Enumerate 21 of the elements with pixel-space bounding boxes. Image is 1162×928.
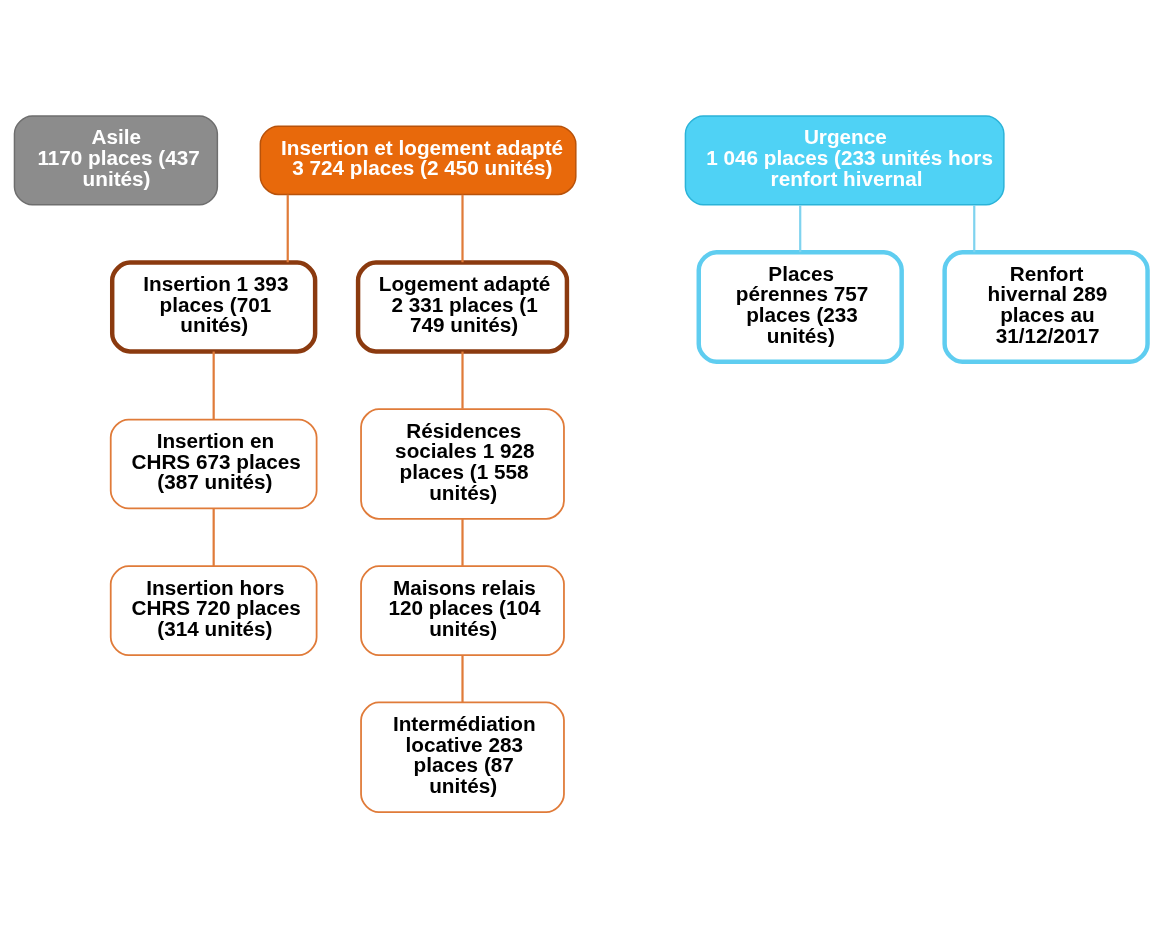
node-box: Renfort hivernal 289 places au 31/12/2017 [942, 249, 1150, 365]
node-box: Intermédiation locative 283 places (87 unités) [360, 701, 565, 813]
node-box: Insertion et logement adapté 3 724 places (2 450 unités) [259, 125, 577, 196]
node-box: Insertion hors CHRS 720 places (314 unités) [109, 565, 318, 656]
node-box: Urgence 1 046 places (233 unités hors renfort hivernal [684, 115, 1005, 206]
connector [461, 351, 464, 409]
node-box: Résidences sociales 1 928 places (1 558 unités) [360, 408, 565, 520]
connector [461, 194, 464, 263]
connector [799, 205, 802, 253]
connector [973, 205, 976, 253]
connector [212, 351, 215, 420]
connector [461, 519, 464, 566]
node-box: Maisons relais 120 places (104 unités) [360, 565, 565, 656]
node-box: Places pérennes 757 places (233 unités) [696, 249, 904, 365]
node-box: Insertion 1 393 places (701 unités) [110, 260, 318, 354]
connector [461, 655, 464, 703]
node-box: Logement adapté 2 331 places (1 749 unités) [355, 260, 570, 354]
connector [286, 194, 289, 263]
node-box: Asile 1170 places (437 unités) [13, 115, 219, 206]
node-box: Insertion en CHRS 673 places (387 unités) [109, 418, 318, 510]
connector [212, 508, 215, 567]
